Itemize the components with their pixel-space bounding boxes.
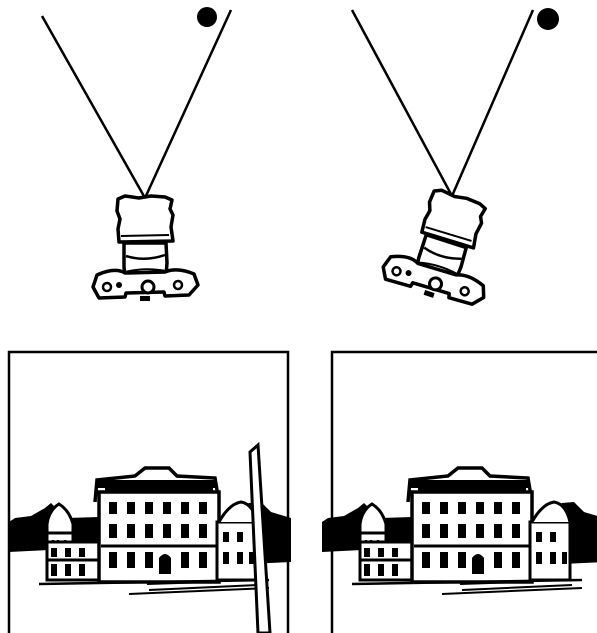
right-photo-panel: [320, 350, 597, 633]
hanging-string: [350, 9, 535, 199]
right-camera-panel: [350, 8, 559, 315]
pole: [248, 441, 272, 633]
hanging-string: [40, 9, 233, 201]
sun-icon: [537, 8, 559, 30]
camera-tilted-icon: [377, 178, 513, 315]
left-photo-panel: [7, 350, 293, 633]
left-camera-panel: [40, 7, 233, 303]
camera-icon: [91, 194, 200, 303]
sun-icon: [197, 7, 217, 27]
